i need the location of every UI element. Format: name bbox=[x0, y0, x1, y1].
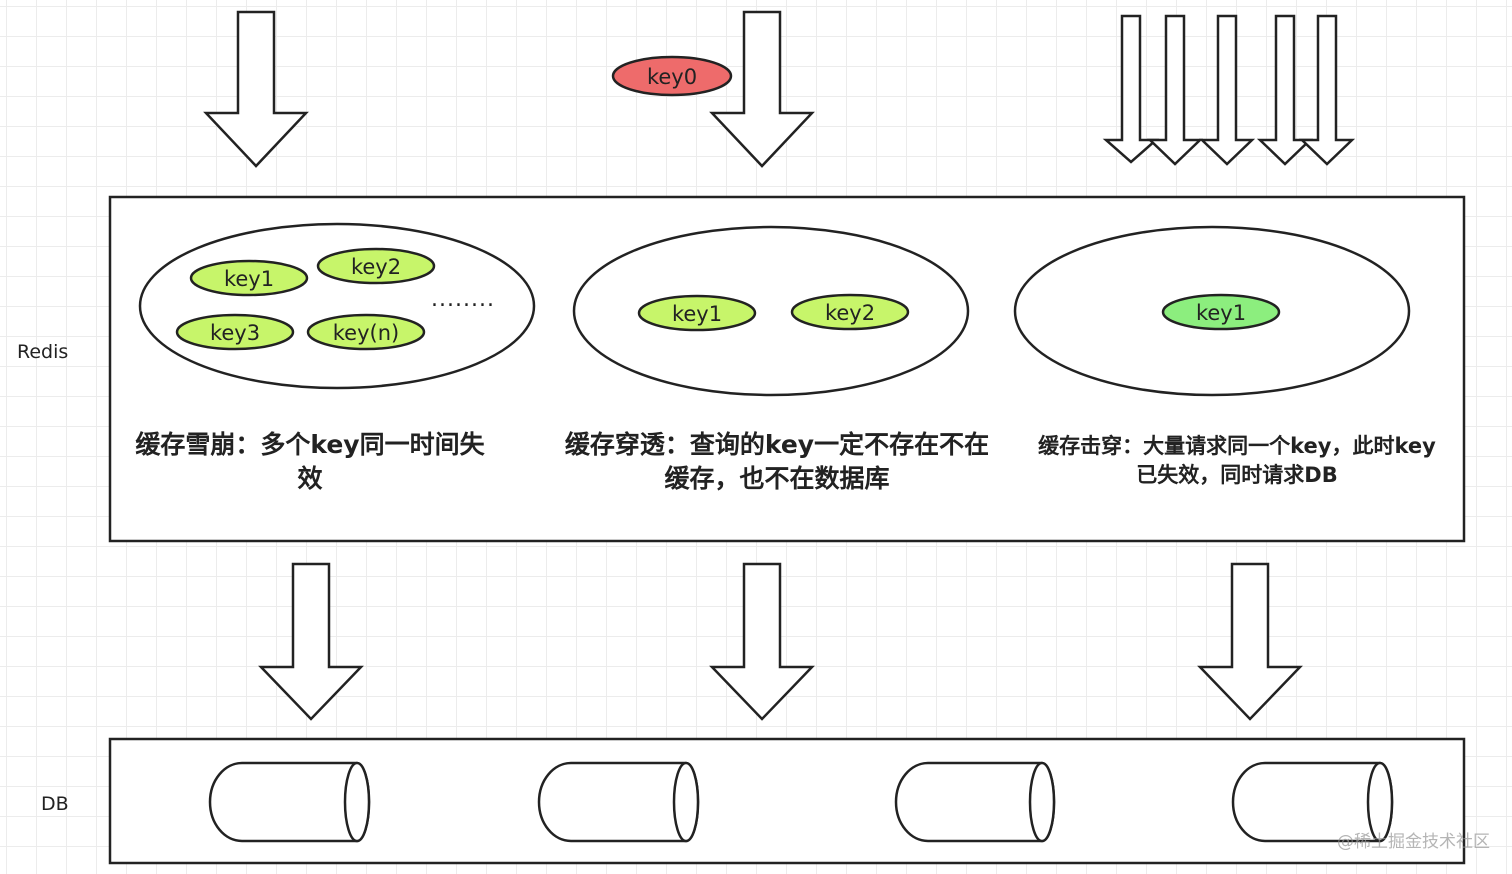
cache-key-pill bbox=[189, 259, 309, 297]
database-icon bbox=[537, 761, 700, 843]
database-icon bbox=[1231, 761, 1394, 843]
cache-key-label: key1 bbox=[224, 267, 274, 291]
db-arrow-penetration bbox=[709, 562, 815, 721]
breakdown-description: 缓存击穿：大量请求同一个key，此时key已失效，同时请求DB bbox=[1038, 434, 1436, 487]
request-arrows bbox=[203, 10, 1356, 168]
more-keys-ellipsis: ........ bbox=[431, 287, 495, 312]
database-cylinders bbox=[208, 761, 1394, 843]
request-arrows-breakdown bbox=[1102, 14, 1356, 166]
missing-key-pill bbox=[611, 55, 733, 97]
db-request-arrows bbox=[258, 562, 1303, 721]
cache-key-label: key1 bbox=[672, 302, 722, 326]
cache-key-label: key2 bbox=[351, 255, 401, 279]
watermark: @稀土掘金技术社区 bbox=[1337, 832, 1490, 852]
penetration-description: 缓存穿透：查询的key一定不存在不在缓存，也不在数据库 bbox=[564, 430, 990, 493]
database-icon bbox=[894, 761, 1056, 843]
missing-key-label: key0 bbox=[647, 65, 697, 89]
cache-key-pill bbox=[175, 313, 295, 351]
cache-key-label: key(n) bbox=[333, 321, 399, 345]
cache-group-penetration: key1 key2 bbox=[572, 225, 970, 397]
db-arrow-breakdown bbox=[1197, 562, 1303, 721]
missing-key-badge: key0 bbox=[611, 55, 733, 97]
cache-key-pill bbox=[316, 247, 436, 285]
cache-key-pill bbox=[306, 313, 426, 351]
cache-key-label: key2 bbox=[825, 301, 875, 325]
cache-layer-label: Redis bbox=[17, 341, 69, 363]
avalanche-description: 缓存雪崩：多个key同一时间失效 bbox=[135, 430, 485, 493]
request-arrow-penetration bbox=[709, 10, 815, 168]
cache-group-breakdown: key1 bbox=[1013, 225, 1411, 397]
cache-key-pill bbox=[790, 293, 910, 331]
hot-key-pill bbox=[1161, 293, 1281, 331]
key-set-penetration bbox=[572, 225, 970, 397]
db-layer-label: DB bbox=[41, 793, 69, 815]
hot-key-label: key1 bbox=[1196, 301, 1246, 325]
database-icon bbox=[208, 761, 371, 843]
request-arrow-avalanche bbox=[203, 10, 309, 168]
cache-key-label: key3 bbox=[210, 321, 260, 345]
cache-key-pill bbox=[637, 294, 757, 332]
cache-group-avalanche: key1 key2 key3 key(n) ........ bbox=[138, 222, 536, 390]
db-arrow-avalanche bbox=[258, 562, 364, 721]
